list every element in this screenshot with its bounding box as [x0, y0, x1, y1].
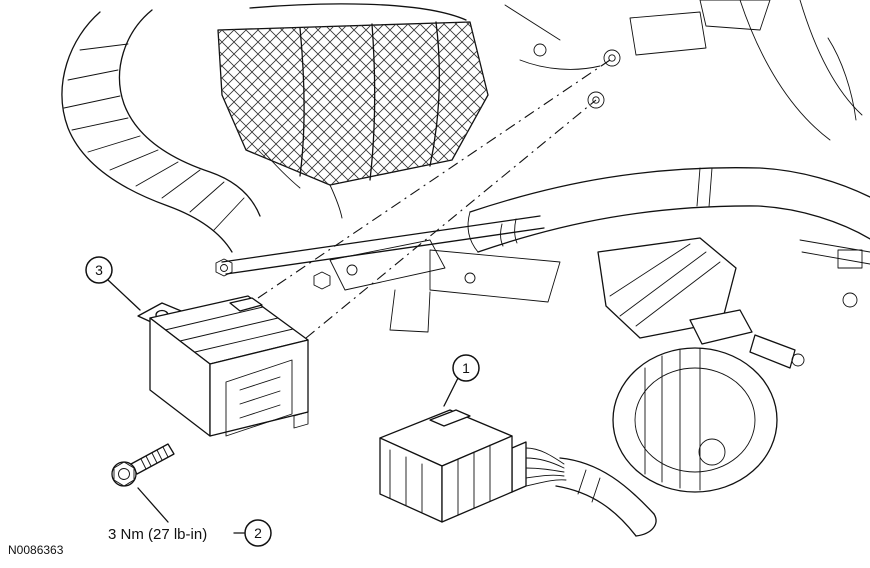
- mounting-holes: [587, 49, 621, 109]
- connector-part: [379, 409, 657, 537]
- retaining-bolt-part: [111, 443, 175, 487]
- sensor-module-part: [137, 295, 309, 437]
- torque-note: 3 Nm (27 lb-in): [108, 526, 207, 543]
- wire-harness: [525, 447, 657, 537]
- callout-1: 1: [443, 354, 480, 407]
- callout-3-number: 3: [95, 262, 103, 278]
- alignment-lines: [257, 59, 611, 339]
- engine-background: [61, 0, 870, 493]
- callout-3: 3: [85, 256, 141, 311]
- engine-upper-right: [504, 0, 870, 308]
- egr-assembly: [597, 237, 805, 493]
- subframe-bracket: [329, 239, 561, 333]
- callout-1-number: 1: [462, 360, 470, 376]
- intake-manifold-shield: [217, 3, 489, 186]
- fuel-rail: [215, 149, 545, 290]
- figure-id-label: N0086363: [8, 543, 64, 557]
- intake-tube-right: [467, 167, 870, 253]
- callout-2-with-torque-note: 3 Nm (27 lb-in) 2: [108, 487, 272, 547]
- callout-2-number: 2: [254, 525, 262, 541]
